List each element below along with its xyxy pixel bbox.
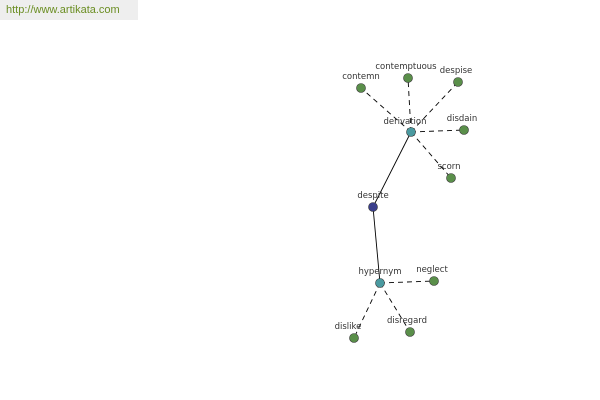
node-label-disregard[interactable]: disregard: [387, 316, 427, 326]
node-label-center[interactable]: despite: [357, 191, 388, 201]
node-center[interactable]: [368, 202, 378, 212]
edge-derivation-contemn: [360, 87, 412, 133]
edge-hypernym-disregard: [379, 282, 411, 333]
node-disdain[interactable]: [459, 125, 469, 135]
node-contemn[interactable]: [356, 83, 366, 93]
edge-hypernym-neglect: [379, 280, 435, 284]
nodes-layer: [349, 73, 469, 343]
node-dislike[interactable]: [349, 333, 359, 343]
edge-center-hypernym: [372, 206, 381, 284]
node-label-derivation[interactable]: derivation: [383, 117, 426, 127]
node-label-disdain[interactable]: disdain: [447, 114, 478, 124]
node-label-neglect[interactable]: neglect: [416, 265, 448, 275]
node-label-despise[interactable]: despise: [440, 66, 472, 76]
node-derivation[interactable]: [406, 127, 416, 137]
node-scorn[interactable]: [446, 173, 456, 183]
node-label-contemn[interactable]: contemn: [342, 72, 380, 82]
labels-layer: despite derivation hypernym contemncontempt…: [335, 62, 478, 332]
edge-derivation-despise: [410, 81, 459, 133]
edges-layer: [353, 77, 465, 339]
node-label-contemptuous[interactable]: contemptuous: [375, 62, 437, 72]
edge-derivation-disdain: [410, 129, 465, 133]
node-label-scorn[interactable]: scorn: [437, 162, 460, 172]
edge-derivation-scorn: [410, 131, 452, 179]
node-label-dislike[interactable]: dislike: [335, 322, 362, 332]
node-contemptuous[interactable]: [403, 73, 413, 83]
node-disregard[interactable]: [405, 327, 415, 337]
edge-center-derivation: [372, 131, 412, 208]
edge-hypernym-dislike: [353, 282, 381, 339]
site-url-link[interactable]: http://www.artikata.com: [0, 0, 138, 20]
node-despise[interactable]: [453, 77, 463, 87]
node-label-hypernym[interactable]: hypernym: [358, 267, 401, 277]
node-hypernym[interactable]: [375, 278, 385, 288]
node-neglect[interactable]: [429, 276, 439, 286]
edge-derivation-contemptuous: [407, 77, 412, 133]
